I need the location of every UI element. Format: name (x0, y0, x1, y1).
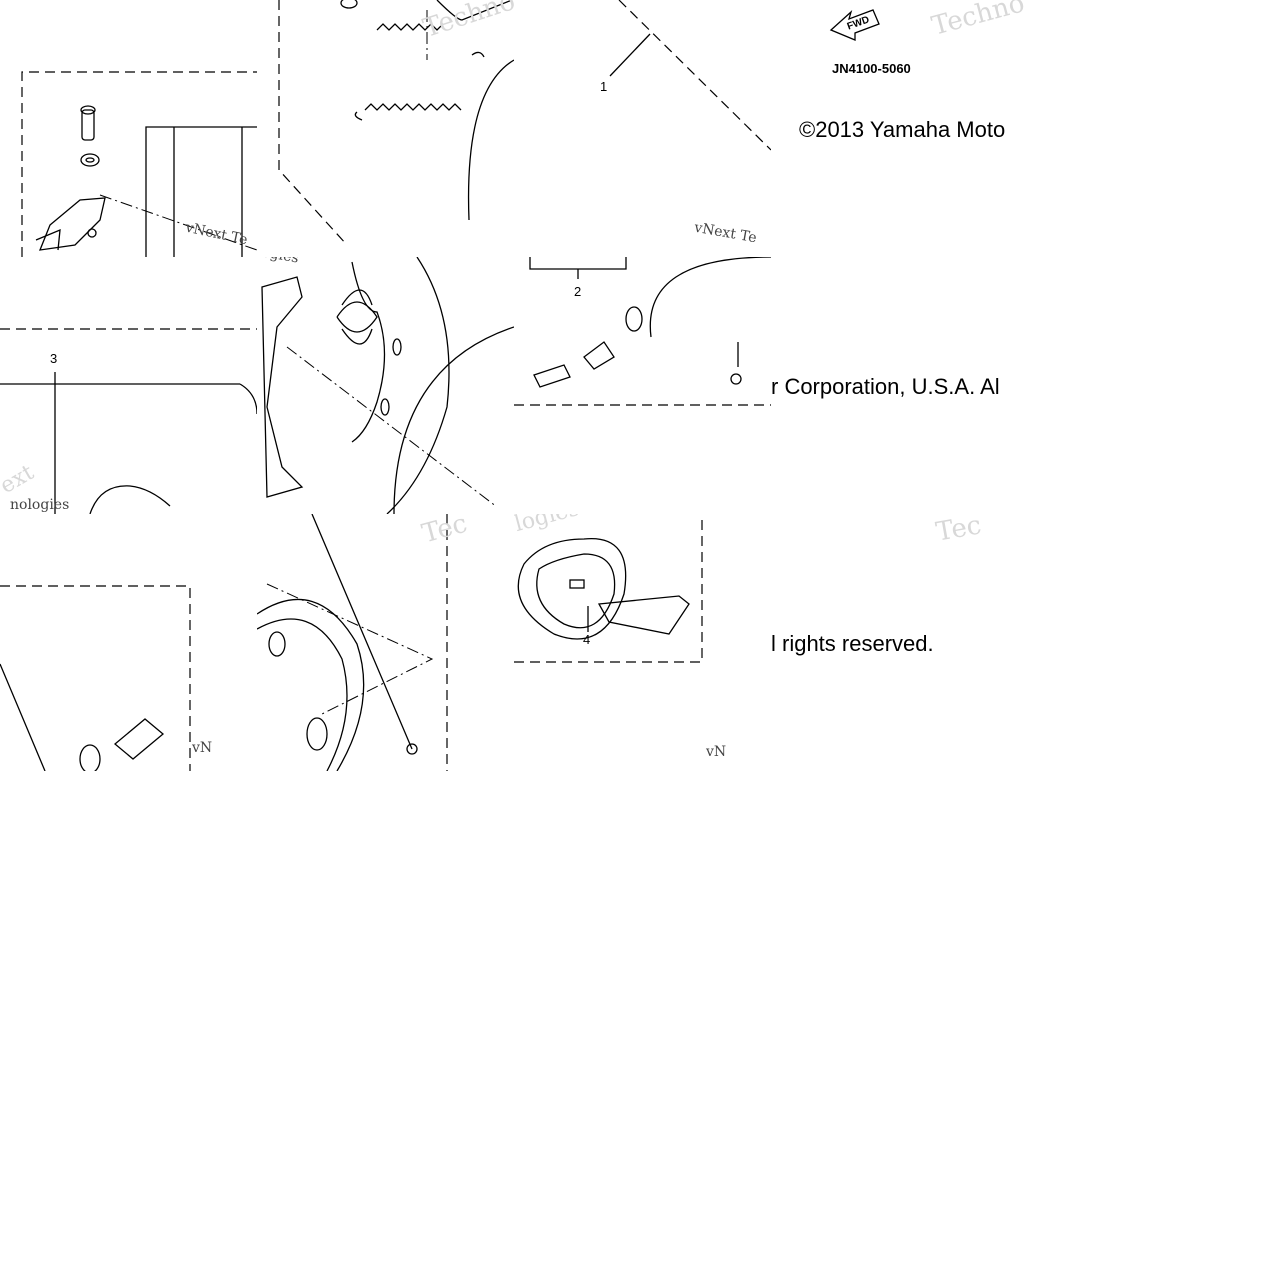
tile-copyright-2: r Corporation, U.S.A. Al (771, 257, 1028, 514)
callout-2: 2 (574, 284, 582, 299)
tile-brake-shoe: logies (257, 257, 514, 514)
callout-1: 1 (600, 79, 608, 94)
tile-springs: Techno (257, 0, 514, 257)
tile-callout-4: 4 logies vN (514, 514, 771, 771)
tile-callout-2: 2 (514, 257, 771, 514)
callout-4: 4 (583, 632, 591, 647)
part-code: JN4100-5060 (832, 61, 911, 76)
tile-callout-3: 3 ext nologies (0, 257, 257, 514)
copyright-line-3: l rights reserved. (771, 631, 934, 656)
tile-header: FWD JN4100-5060 ©2013 Yamaha Moto Techno (771, 0, 1028, 257)
tile-backplate: Tec (257, 514, 514, 771)
callout-3: 3 (50, 351, 58, 366)
tile-shoe-lever: vNext Te (0, 0, 257, 257)
tile-adjuster: vN (0, 514, 257, 771)
watermark-tec-2: Tec (933, 514, 984, 548)
tile-copyright-3: l rights reserved. Tec (771, 514, 1028, 771)
copyright-line-1: ©2013 Yamaha Moto (799, 117, 1006, 142)
tile-callout-1: 1 vNext Te (514, 0, 771, 257)
copyright-line-2: r Corporation, U.S.A. Al (771, 374, 1000, 399)
